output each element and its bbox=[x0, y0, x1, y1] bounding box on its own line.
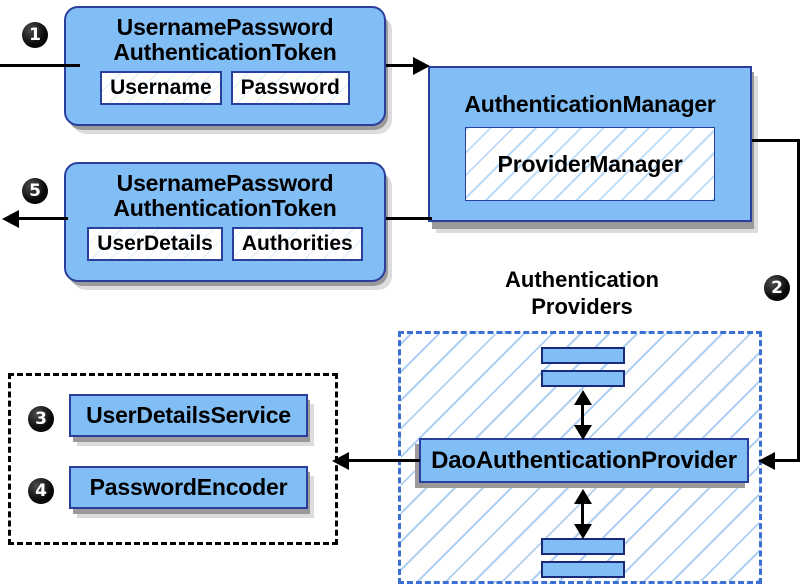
provider-to-collaborators-arrow bbox=[332, 452, 349, 470]
provider-link-arrow-up-bottom bbox=[574, 489, 592, 504]
provider-bar-top-1[interactable] bbox=[541, 347, 625, 364]
step-badge-2: 2 bbox=[764, 275, 790, 301]
token-to-manager-arrow bbox=[413, 57, 430, 75]
authentication-providers-caption: Authentication Providers bbox=[505, 267, 659, 319]
field-userdetails: UserDetails bbox=[87, 227, 223, 261]
response-token-title: UsernamePassword AuthenticationToken bbox=[113, 170, 337, 221]
incoming-request-line bbox=[0, 64, 80, 67]
request-token-fields: Username Password bbox=[100, 71, 350, 105]
response-outgoing-arrow bbox=[2, 210, 19, 228]
dao-authentication-provider-label: DaoAuthenticationProvider bbox=[431, 446, 737, 474]
response-token-card[interactable]: UsernamePassword AuthenticationToken Use… bbox=[64, 162, 386, 282]
step-badge-5: 5 bbox=[22, 178, 48, 204]
response-outgoing-line bbox=[18, 217, 68, 220]
userdetailsservice-label: UserDetailsService bbox=[86, 402, 291, 428]
authentication-manager-card[interactable]: AuthenticationManager ProviderManager bbox=[428, 66, 752, 222]
step-badge-4: 4 bbox=[28, 478, 54, 504]
userdetailsservice-box[interactable]: UserDetailsService bbox=[69, 394, 308, 437]
provider-bar-bottom-2[interactable] bbox=[541, 561, 625, 578]
manager-to-response-line bbox=[386, 217, 432, 220]
provider-manager-box[interactable]: ProviderManager bbox=[465, 127, 715, 201]
provider-link-line-bottom bbox=[581, 495, 584, 531]
dao-authentication-provider-box[interactable]: DaoAuthenticationProvider bbox=[419, 438, 749, 483]
passwordencoder-label: PasswordEncoder bbox=[89, 474, 288, 500]
provider-link-arrow-down-top bbox=[574, 425, 592, 440]
provider-bar-bottom-1[interactable] bbox=[541, 538, 625, 555]
request-token-title: UsernamePassword AuthenticationToken bbox=[113, 14, 337, 65]
manager-to-provider-line-top bbox=[752, 139, 800, 142]
provider-link-line-top bbox=[581, 396, 584, 432]
step-badge-1: 1 bbox=[22, 22, 48, 48]
provider-bar-top-2[interactable] bbox=[541, 370, 625, 387]
authentication-manager-title: AuthenticationManager bbox=[464, 91, 716, 117]
manager-to-provider-line-vertical bbox=[797, 139, 800, 462]
provider-link-arrow-down-bottom bbox=[574, 524, 592, 539]
step-badge-3: 3 bbox=[28, 406, 54, 432]
provider-link-arrow-up-top bbox=[574, 390, 592, 405]
manager-to-provider-arrow bbox=[758, 452, 775, 470]
field-username: Username bbox=[100, 71, 222, 105]
request-token-card[interactable]: UsernamePassword AuthenticationToken Use… bbox=[64, 6, 386, 126]
field-authorities: Authorities bbox=[231, 227, 363, 261]
provider-manager-label: ProviderManager bbox=[497, 150, 683, 177]
token-to-manager-line bbox=[386, 64, 420, 67]
response-token-fields: UserDetails Authorities bbox=[87, 227, 363, 261]
passwordencoder-box[interactable]: PasswordEncoder bbox=[69, 466, 308, 509]
field-password: Password bbox=[230, 71, 350, 105]
provider-to-collaborators-line bbox=[348, 459, 420, 462]
manager-to-provider-line-bottom bbox=[764, 459, 800, 462]
